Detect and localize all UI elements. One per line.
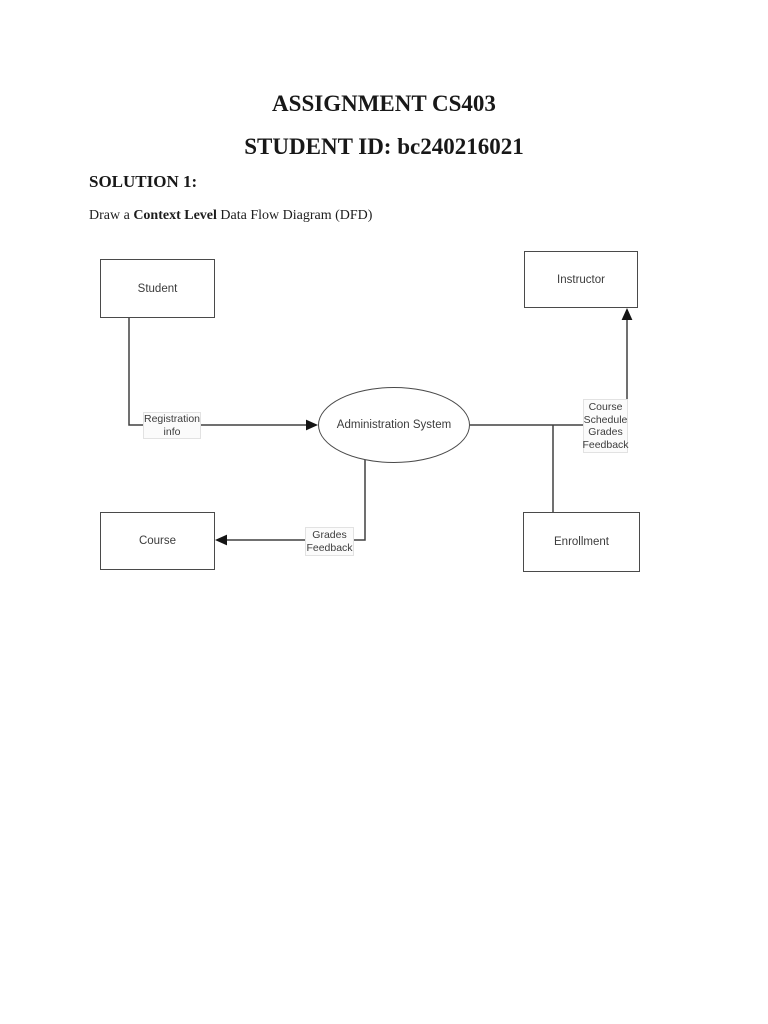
task-emphasis: Context Level: [133, 208, 217, 223]
entity-course: Course: [100, 512, 215, 570]
assignment-title: ASSIGNMENT CS403: [272, 91, 496, 116]
student-id-title: STUDENT ID: bc240216021: [244, 134, 524, 159]
process-administration-system: Administration System: [318, 387, 470, 463]
task-description: Draw a Context Level Data Flow Diagram (…: [89, 207, 768, 225]
task-suffix: Data Flow Diagram (DFD): [216, 208, 373, 223]
task-prefix: Draw a: [89, 208, 134, 223]
entity-student: Student: [100, 259, 215, 318]
entity-enrollment: Enrollment: [523, 512, 640, 572]
entity-instructor: Instructor: [524, 251, 638, 308]
arrowhead-into-process: [306, 419, 318, 431]
arrowhead-into-course: [215, 534, 227, 546]
connector-student-to-process: [128, 318, 306, 426]
solution-heading: SOLUTION 1:: [89, 172, 198, 191]
flow-label-grades-feedback: Grades Feedback: [305, 527, 354, 556]
flow-label-registration-info: Registration info: [143, 412, 201, 439]
arrowhead-into-instructor: [621, 308, 633, 320]
flow-label-course-schedule-grades-feedback: Course Schedule Grades Feedback: [582, 399, 629, 453]
